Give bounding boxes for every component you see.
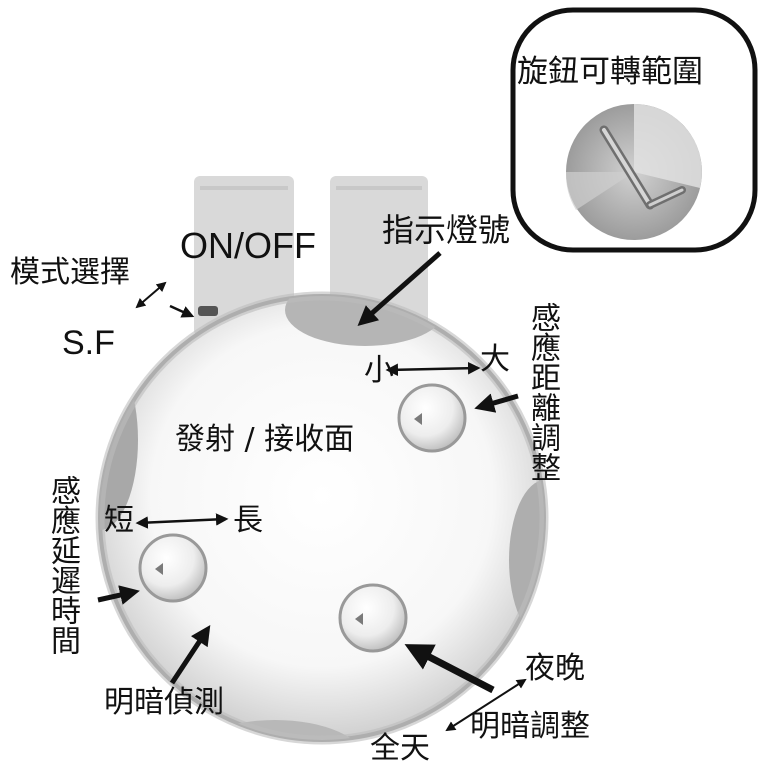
all-day-label: 全天	[370, 731, 430, 766]
emit-receive-label: 發射 / 接收面	[175, 422, 355, 457]
delay-time-label: 感應延遲時間	[45, 475, 80, 655]
mode-select-label: 模式選擇	[10, 255, 130, 290]
light-knob[interactable]	[338, 583, 408, 653]
indicator-pointer	[357, 251, 442, 326]
small-label: 小	[364, 353, 394, 388]
delay-pointer	[97, 585, 140, 605]
mode-select-arrow	[135, 281, 167, 309]
delay-knob[interactable]	[138, 533, 208, 603]
light-adjust-pointer	[404, 644, 495, 694]
indicator-light-text: 指示燈號	[382, 214, 510, 249]
long-label: 長	[233, 503, 263, 538]
sf-label: S.F	[62, 324, 115, 362]
light-detect-label: 明暗偵測	[104, 685, 224, 720]
delay-range-arrow	[135, 513, 229, 529]
light-adjust-label: 明暗調整	[470, 709, 590, 744]
knob-range-label: 旋鈕可轉範圍	[517, 54, 703, 90]
mounting-tabs	[194, 176, 428, 336]
on-off-label: ON/OFF	[180, 225, 316, 266]
distance-knob[interactable]	[397, 383, 467, 453]
night-label: 夜晚	[525, 651, 585, 686]
distance-range-arrow	[385, 361, 481, 377]
large-label: 大	[480, 342, 510, 377]
light-detect-pointer	[169, 624, 211, 685]
knob-pointer	[599, 125, 686, 210]
distance-adjust-label: 感應距離調整	[525, 302, 560, 482]
indicator-light-label: 指示燈號	[382, 214, 510, 254]
knob-range-inset	[510, 7, 758, 253]
on-off-pointer	[169, 304, 195, 318]
mode-switch[interactable]	[198, 306, 218, 316]
distance-pointer	[474, 393, 519, 413]
light-range-arrow	[445, 678, 527, 732]
short-label: 短	[104, 503, 134, 538]
